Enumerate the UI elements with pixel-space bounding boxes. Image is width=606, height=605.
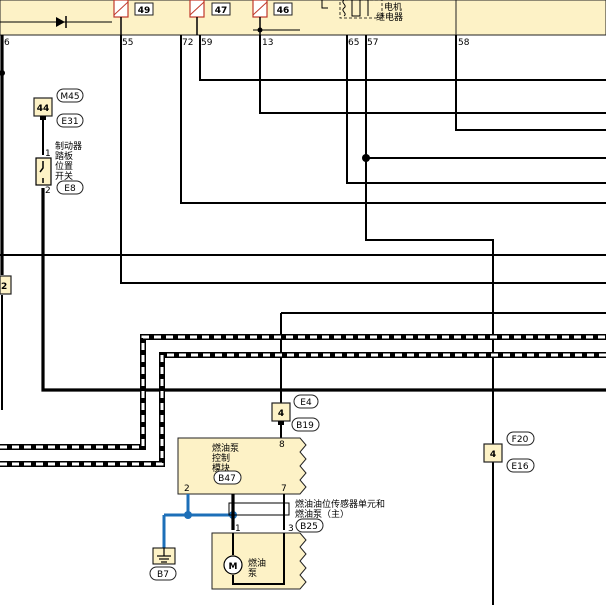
tag-b19	[291, 417, 320, 432]
top-box-49	[134, 2, 154, 16]
ground-symbol: B7	[149, 547, 177, 581]
connector-4-right-label: 4	[490, 450, 496, 460]
relay-label-line2: 继电器	[376, 11, 403, 23]
junction-dot-57	[362, 154, 370, 162]
module-label-line1: 燃油泵	[212, 442, 239, 454]
pump-label-line1: 燃油	[248, 557, 266, 569]
switch-pin-1: 1	[45, 149, 51, 159]
tag-b25	[295, 518, 324, 533]
connector-4-right: 4 F20 E16	[483, 431, 535, 473]
wire-pin57	[365, 35, 494, 445]
top-box-47	[211, 2, 231, 16]
module-pin-8: 8	[279, 440, 285, 450]
connector-44-label: 44	[37, 104, 50, 114]
connector-4-left: 4 E4 B19	[271, 394, 320, 432]
junction-dot-blue-left	[184, 511, 192, 519]
junction-dot	[257, 27, 263, 33]
tag-e4	[293, 394, 319, 409]
tag-f20	[506, 431, 535, 446]
tag-e31	[56, 113, 84, 128]
tag-b19-label: B19	[296, 421, 314, 431]
tag-e8	[56, 180, 84, 195]
relay-icon	[321, 0, 383, 19]
pin-55: 55	[122, 38, 133, 48]
top-box-46-label: 46	[277, 6, 290, 16]
fuel-pump-unit: 1 3 M 燃油 泵	[211, 524, 307, 590]
diode-icon	[0, 16, 112, 28]
tag-b47-label: B47	[218, 474, 236, 484]
pin-58: 58	[458, 38, 470, 48]
pin-6: 6	[4, 38, 10, 48]
connector-44: 44 M45 E31	[33, 88, 84, 128]
module-pin-2: 2	[184, 484, 190, 494]
fuel-pump-body	[211, 532, 307, 590]
top-box-49-label: 49	[138, 6, 151, 16]
switch-label-line3: 位置	[55, 160, 73, 172]
tag-m45	[56, 88, 84, 103]
switch-label-line4: 开关	[55, 170, 73, 182]
wire-pin58	[455, 35, 606, 131]
pump-pin-3: 3	[288, 524, 294, 534]
wire-pin72	[180, 35, 606, 204]
motor-icon	[223, 555, 243, 575]
tag-f20-label: F20	[512, 435, 529, 445]
tag-b25-label: B25	[300, 522, 318, 532]
resistor-block-3	[252, 0, 268, 35]
switch-pin-2: 2	[45, 186, 51, 196]
pin-65: 65	[348, 38, 359, 48]
top-panel: 49 47 46 电机 继电器	[0, 0, 606, 36]
fuel-pump-control-module: 8 燃油泵 控制 模块 B47 2 7	[177, 437, 307, 495]
pin-72: 72	[182, 38, 193, 48]
tag-b47	[213, 470, 242, 485]
resistor-block-1	[113, 0, 129, 35]
top-pin-numbers: 6 55 72 59 13 65 57 58	[4, 38, 470, 48]
left-edge-connector-label: 2	[1, 282, 7, 292]
wire-pin59	[199, 35, 606, 81]
wire-pin55	[120, 35, 606, 284]
motor-symbol: M	[229, 562, 238, 572]
module-body	[177, 437, 307, 495]
pump-pin-1: 1	[235, 524, 241, 534]
module-pin-7: 7	[281, 484, 287, 494]
wires	[0, 35, 606, 605]
tag-e8-label: E8	[64, 184, 76, 194]
tag-e4-label: E4	[300, 398, 312, 408]
switch-body	[35, 157, 52, 186]
resistor-block-2	[189, 0, 205, 35]
wire-pin13	[259, 35, 606, 114]
pump-label-line2: 泵	[248, 568, 257, 579]
tag-b7	[149, 566, 177, 581]
tag-e31-label: E31	[61, 117, 78, 127]
relay-label-line1: 电机	[384, 1, 402, 13]
wire-switch-to-bus	[41, 188, 606, 392]
pin-57: 57	[367, 38, 378, 48]
connector-4-right-box	[483, 443, 503, 463]
switch-label-line1: 制动器	[55, 140, 82, 152]
top-box-46	[273, 2, 293, 16]
pin-13: 13	[262, 38, 273, 48]
module-label-line2: 控制	[212, 452, 230, 464]
left-edge-connector	[0, 275, 12, 295]
tag-e16-label: E16	[511, 462, 528, 472]
sensor-label-line2: 燃油泵（主）	[295, 508, 349, 520]
top-panel-background	[0, 0, 606, 36]
brake-pedal-switch: 1 2 制动器 踏板 位置 开关 E8	[35, 140, 84, 196]
tag-e16	[506, 458, 535, 473]
connector-housing	[228, 502, 290, 516]
top-box-47-label: 47	[215, 6, 228, 16]
switch-label-line2: 踏板	[55, 150, 73, 162]
switch-icon	[39, 161, 44, 183]
sensor-label-line1: 燃油油位传感器单元和	[295, 498, 385, 510]
tag-b7-label: B7	[157, 570, 169, 580]
wire-pin65	[346, 35, 606, 184]
pin-59: 59	[201, 38, 213, 48]
connector-4-left-label: 4	[278, 409, 284, 419]
tag-m45-label: M45	[60, 92, 79, 102]
wire-blue-module-pump	[186, 494, 233, 517]
